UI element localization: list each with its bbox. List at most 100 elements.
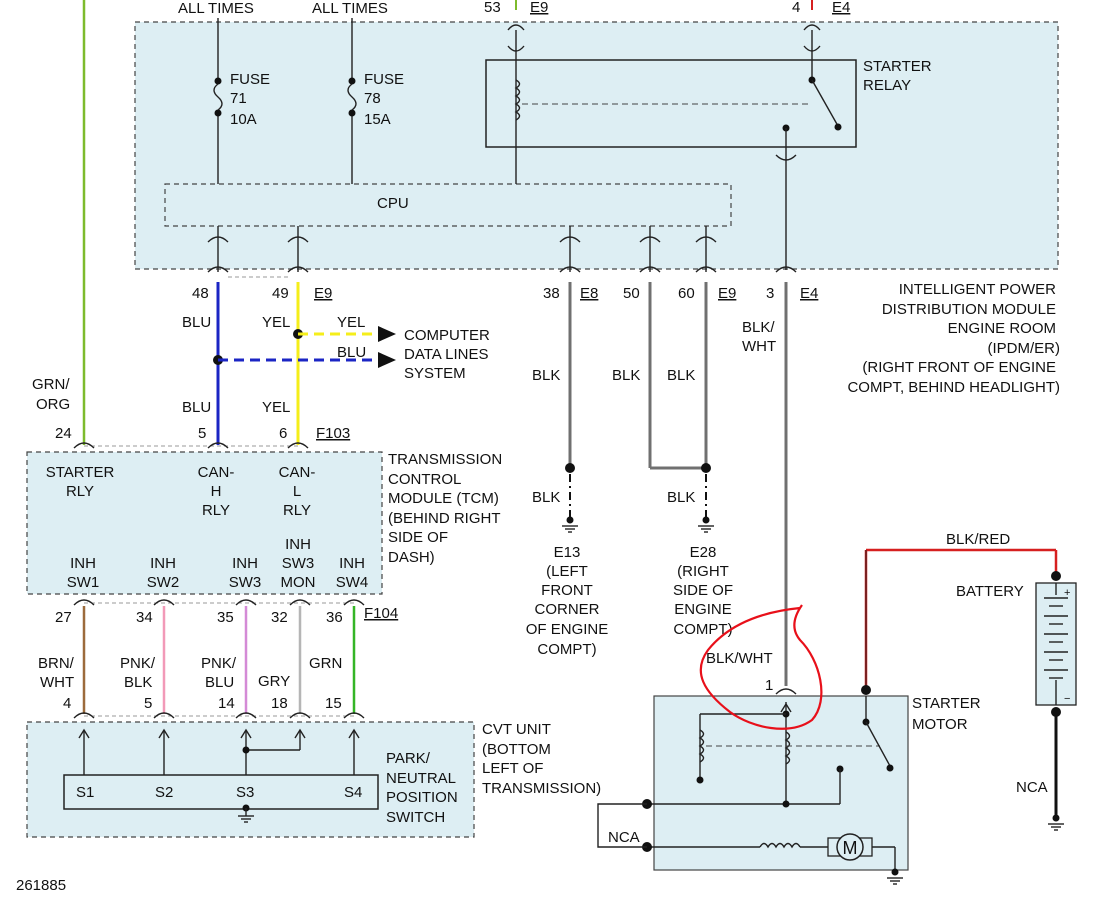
switch-s4: S4 (344, 784, 362, 801)
cpu-label: CPU (377, 195, 409, 212)
starter-relay-label-2: RELAY (863, 77, 911, 94)
label-grn: GRN (309, 655, 342, 672)
cvt-label-1: CVT UNIT (482, 721, 551, 738)
hold-coil-icon (698, 729, 705, 763)
tcm-box (26, 451, 383, 595)
cvt-pin-15: 15 (325, 695, 342, 712)
label-yel-1: YEL (262, 314, 290, 331)
pnp-switch-label-4: SWITCH (386, 809, 445, 826)
pin-53: 53 (484, 0, 501, 16)
conn-e8: E8 (580, 285, 598, 302)
e28-label-5: COMPT) (673, 621, 732, 638)
pin-32: 32 (271, 609, 288, 626)
switch-s3: S3 (236, 784, 254, 801)
data-lines-label-1: COMPUTER (404, 327, 490, 344)
tcm-inh-sw2-1: INH (150, 555, 176, 572)
tcm-label-6: DASH) (388, 549, 435, 566)
starter-motor-label-2: MOTOR (912, 716, 968, 733)
pnp-switch-box (63, 774, 379, 810)
ipdm-label-6: COMPT, BEHIND HEADLIGHT) (847, 379, 1060, 396)
fuse-71-icon (213, 83, 223, 111)
data-lines-label-2: DATA LINES (404, 346, 488, 363)
conn-f103: F103 (316, 425, 350, 442)
fuse-78-amp: 15A (364, 111, 391, 128)
cvt-pin-14: 14 (218, 695, 235, 712)
e28-label-1: E28 (690, 544, 717, 561)
arrow-icon-2 (378, 352, 396, 368)
tcm-label-5: SIDE OF (388, 529, 448, 546)
label-pnk-blu-1: PNK/ (201, 655, 237, 672)
tcm-can-l-2: L (293, 483, 301, 500)
svg-text:+: + (1064, 587, 1070, 599)
tcm-inh-sw3-2: SW3 (229, 574, 262, 591)
tcm-inh-sw1-2: SW1 (67, 574, 100, 591)
pin-6-tcm: 6 (279, 425, 287, 442)
e28-label-2: (RIGHT (677, 563, 729, 580)
label-brn-wht-2: WHT (40, 674, 74, 691)
label-blk-wht-1: BLK/ (742, 319, 775, 336)
label-pnk-blk-2: BLK (124, 674, 152, 691)
pin-27: 27 (55, 609, 72, 626)
tcm-label-3: MODULE (TCM) (388, 490, 499, 507)
relay-coil-icon (514, 79, 521, 121)
conn-e9-b: E9 (718, 285, 736, 302)
label-blu-2: BLU (337, 344, 366, 361)
fuse-78-word: FUSE (364, 71, 404, 88)
label-blu-3: BLU (182, 399, 211, 416)
label-yel-2: YEL (337, 314, 365, 331)
label-blk-5: BLK (667, 489, 695, 506)
ipdm-label-1: INTELLIGENT POWER (899, 281, 1056, 298)
tcm-starter-rly-1: STARTER (46, 464, 115, 481)
motor-icon (836, 833, 864, 861)
motor-ground-icon (887, 868, 903, 885)
motor-symbol: M (843, 838, 858, 858)
data-lines-label-3: SYSTEM (404, 365, 466, 382)
e13-label-2: (LEFT (546, 563, 588, 580)
e13-label-4: CORNER (534, 601, 599, 618)
conn-e9-top: E9 (530, 0, 548, 16)
starter-relay-box (485, 59, 857, 148)
fuse-78-num: 78 (364, 90, 381, 107)
pin-60: 60 (678, 285, 695, 302)
pin-3: 3 (766, 285, 774, 302)
tcm-label-1: TRANSMISSION (388, 451, 502, 468)
battery-icon: + − (1044, 583, 1070, 705)
pin-36: 36 (326, 609, 343, 626)
ipdm-label-5: (RIGHT FRONT OF ENGINE (862, 359, 1056, 376)
fuse-71-num: 71 (230, 90, 247, 107)
power-label-2: ALL TIMES (312, 0, 388, 17)
tcm-inh-sw4-1: INH (339, 555, 365, 572)
pnp-switch-label-2: NEUTRAL (386, 770, 456, 787)
tcm-inh-sw3mon-3: MON (281, 574, 316, 591)
tcm-inh-sw1-1: INH (70, 555, 96, 572)
cvt-label-4: TRANSMISSION) (482, 780, 601, 797)
pin-35: 35 (217, 609, 234, 626)
label-blk-2: BLK (612, 367, 640, 384)
conn-e4: E4 (800, 285, 818, 302)
tcm-can-l-3: RLY (283, 502, 311, 519)
solenoid-coil-icon (784, 731, 791, 765)
label-gry: GRY (258, 673, 290, 690)
cvt-pin-5: 5 (144, 695, 152, 712)
tcm-inh-sw2-2: SW2 (147, 574, 180, 591)
fuse-71-amp: 10A (230, 111, 257, 128)
label-pnk-blk-1: PNK/ (120, 655, 156, 672)
pin-1-motor: 1 (765, 677, 773, 694)
starter-motor-label-1: STARTER (912, 695, 981, 712)
ipdm-label-2: DISTRIBUTION MODULE (882, 301, 1056, 318)
pin-50: 50 (623, 285, 640, 302)
ipdm-label-4: (IPDM/ER) (988, 340, 1061, 357)
pnp-switch-label-3: POSITION (386, 789, 458, 806)
e13-label-3: FRONT (541, 582, 593, 599)
cvt-ground-icon (238, 808, 254, 823)
cpu-box (164, 183, 732, 227)
pin-5-tcm: 5 (198, 425, 206, 442)
cvt-label-3: LEFT OF (482, 760, 543, 777)
tcm-can-h-1: CAN- (198, 464, 235, 481)
conn-e4-top: E4 (832, 0, 850, 16)
ipdm-box (134, 21, 1059, 270)
tcm-can-h-2: H (211, 483, 222, 500)
label-grn-org-1: GRN/ (32, 376, 70, 393)
e13-label-1: E13 (554, 544, 581, 561)
